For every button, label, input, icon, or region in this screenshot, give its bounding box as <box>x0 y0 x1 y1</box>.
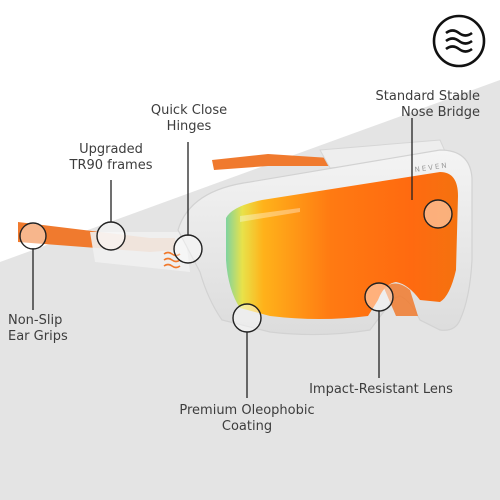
callout-coating: Premium Oleophobic Coating <box>179 403 315 434</box>
callout-marker-lens <box>364 282 394 312</box>
callout-marker-hinges <box>173 234 203 264</box>
lens <box>226 172 458 319</box>
callout-hinges: Quick Close Hinges <box>150 103 228 134</box>
callout-marker-nose-bridge <box>423 199 453 229</box>
callout-lens: Impact-Resistant Lens <box>309 382 453 397</box>
callout-nose-bridge: Standard Stable Nose Bridge <box>375 89 480 120</box>
wave-lines-icon <box>432 14 486 68</box>
callout-ear-grips: Non-Slip Ear Grips <box>8 313 68 344</box>
far-temple-arm <box>212 154 332 170</box>
callout-frames: Upgraded TR90 frames <box>69 142 153 173</box>
callout-marker-coating <box>232 303 262 333</box>
callout-marker-frames <box>96 221 126 251</box>
callout-marker-ear-grips <box>19 222 47 250</box>
